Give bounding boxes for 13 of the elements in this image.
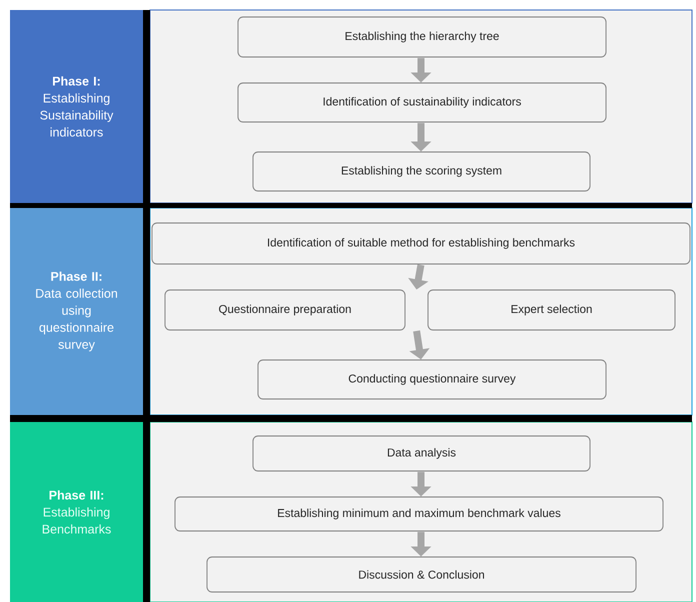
process-box: Discussion & Conclusion: [206, 556, 636, 592]
phase-band: Phase I: Establishing Sustainability indicators: [10, 10, 143, 203]
process-box: Identification of suitable method for establishing benchmarks: [152, 222, 690, 264]
process-box: Conducting questionnaire survey: [258, 360, 606, 400]
process-box: Establishing minimum and maximum benchmark values: [174, 496, 664, 532]
process-box: Expert selection: [428, 290, 676, 330]
phase-band: Phase II: Data collection using questionnaire survey: [10, 208, 143, 415]
process-box: Establishing the hierarchy tree: [238, 16, 606, 58]
phase-band: Phase III: Establishing Benchmarks: [10, 422, 143, 602]
process-box: Data analysis: [252, 436, 590, 472]
process-box: Establishing the scoring system: [252, 152, 590, 192]
process-box: Identification of sustainability indicators: [238, 82, 606, 122]
process-box: Questionnaire preparation: [164, 290, 406, 330]
